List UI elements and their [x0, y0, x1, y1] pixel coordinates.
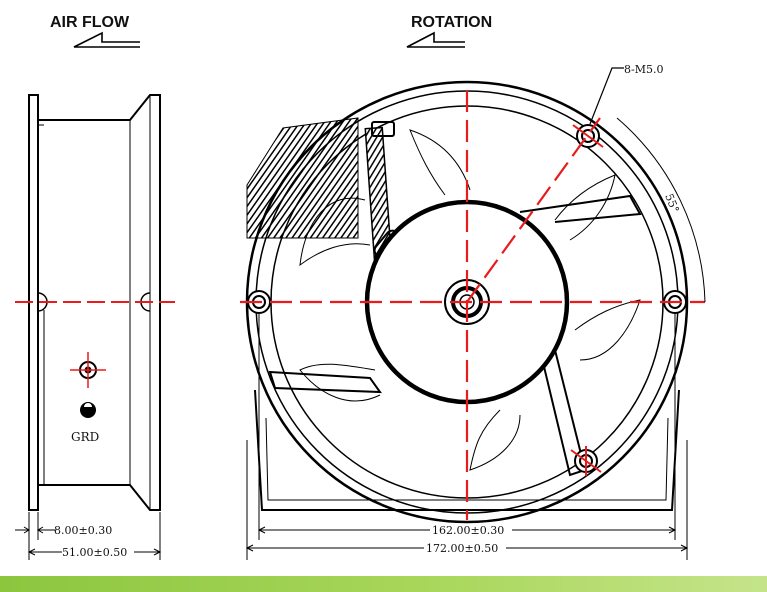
- front-view: 8-M5.0 55°: [240, 63, 706, 524]
- frame-depth-dim: 51.00±0.50: [62, 546, 127, 559]
- side-view: GRD: [15, 94, 175, 511]
- air-flow-label: AIR FLOW: [50, 14, 130, 31]
- air-flow-indicator: AIR FLOW: [50, 14, 140, 48]
- rotation-arrow-icon: [406, 31, 465, 48]
- ground-symbol-icon: [80, 402, 96, 418]
- dimension-lines: [15, 314, 689, 560]
- ground-label: GRD: [71, 430, 99, 444]
- mount-holes-label: 8-M5.0: [624, 63, 663, 76]
- air-flow-arrow-icon: [73, 31, 140, 48]
- hole-angle-label: 55°: [662, 192, 681, 215]
- flange-thickness-dim: 8.00±0.30: [54, 524, 112, 537]
- hole-spacing-dim: 162.00±0.30: [432, 524, 504, 537]
- footer-accent-bar: [0, 576, 767, 592]
- centerlines: [240, 90, 705, 520]
- outer-diameter-dim: 172.00±0.50: [426, 542, 498, 555]
- rotation-indicator: ROTATION: [406, 14, 492, 48]
- rotation-label: ROTATION: [411, 14, 492, 31]
- fan-technical-drawing: AIR FLOW ROTATION GRD: [15, 14, 706, 560]
- wire-harness: [246, 117, 359, 239]
